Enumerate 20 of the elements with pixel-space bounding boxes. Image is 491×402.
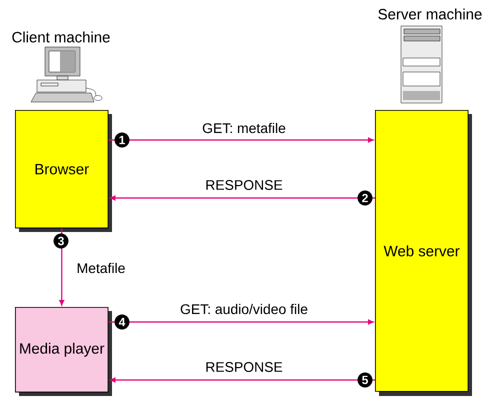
process-box: Web server xyxy=(375,110,472,396)
step-number: 5 xyxy=(358,372,372,388)
arrow xyxy=(110,196,375,200)
heading-label: Client machine xyxy=(12,32,110,42)
edge-label: RESPONSE xyxy=(206,362,282,372)
arrow xyxy=(110,378,375,382)
step-number: 2 xyxy=(358,190,372,206)
step-number: 1 xyxy=(114,132,130,148)
edge-label: GET: metafile xyxy=(202,122,286,134)
arrow xyxy=(108,320,374,324)
arrow xyxy=(108,138,374,142)
arrow xyxy=(59,228,64,306)
edge-label: RESPONSE xyxy=(206,180,282,190)
heading-label: Server machine xyxy=(378,8,482,20)
edge-label: Metafile xyxy=(78,262,125,274)
step-number: 3 xyxy=(54,234,68,248)
edge-label: GET: audio/video file xyxy=(180,304,308,314)
process-box: Media player xyxy=(15,307,112,396)
process-box: Browser xyxy=(15,110,112,232)
step-number: 4 xyxy=(114,314,130,330)
